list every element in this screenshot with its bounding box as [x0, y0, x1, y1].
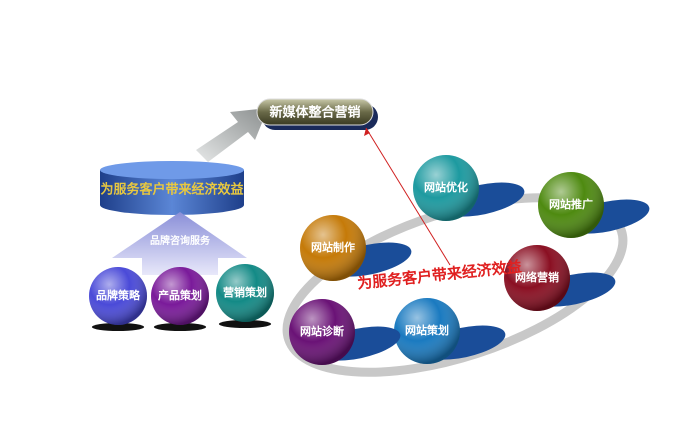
title-text: 新媒体整合营销 — [269, 105, 360, 121]
sphere-label: 网站诊断 — [300, 324, 344, 338]
up-arrow — [112, 212, 247, 275]
sphere-highlight — [216, 264, 274, 322]
sphere-highlight — [413, 155, 479, 221]
sphere-node: 网站制作 — [300, 215, 412, 281]
sphere-node: 网站优化 — [413, 155, 525, 221]
sphere-highlight — [394, 298, 460, 364]
sphere-label: 网络营销 — [515, 270, 559, 284]
connector-arrowhead — [364, 128, 370, 136]
sphere-label: 品牌策略 — [96, 288, 141, 302]
sphere-label: 网站推广 — [549, 197, 593, 211]
sphere-label: 产品策划 — [158, 288, 202, 302]
sphere-label: 营销策划 — [223, 285, 267, 299]
sphere-node: 产品策划 — [151, 267, 209, 331]
title-pill — [256, 98, 374, 126]
sphere-label: 网站策划 — [405, 323, 449, 337]
sphere-node: 营销策划 — [216, 264, 274, 328]
sphere-node: 网站推广 — [538, 172, 650, 238]
sphere-node: 网站策划 — [394, 298, 506, 364]
sphere-shadow — [91, 323, 145, 331]
gray-arrow — [196, 108, 268, 162]
up-arrow-label: 品牌咨询服务 — [150, 234, 211, 247]
sphere-node: 网站诊断 — [289, 299, 401, 365]
sphere-highlight — [151, 267, 209, 325]
cylinder-label: 为服务客户带来经济效益 — [100, 182, 243, 198]
sphere-highlight — [289, 299, 355, 365]
sphere-label: 网站优化 — [424, 180, 468, 194]
sphere-node: 网络营销 — [504, 245, 616, 311]
sphere-label: 网站制作 — [311, 240, 355, 254]
connector-line — [365, 127, 451, 266]
sphere-highlight — [538, 172, 604, 238]
sphere-highlight — [504, 245, 570, 311]
sphere-shadow — [218, 320, 272, 328]
sphere-node: 品牌策略 — [89, 267, 147, 331]
cylinder: 为服务客户带来经济效益 — [100, 161, 244, 215]
sphere-highlight — [300, 215, 366, 281]
sphere-shadow — [153, 323, 207, 331]
sphere-highlight — [89, 267, 147, 325]
